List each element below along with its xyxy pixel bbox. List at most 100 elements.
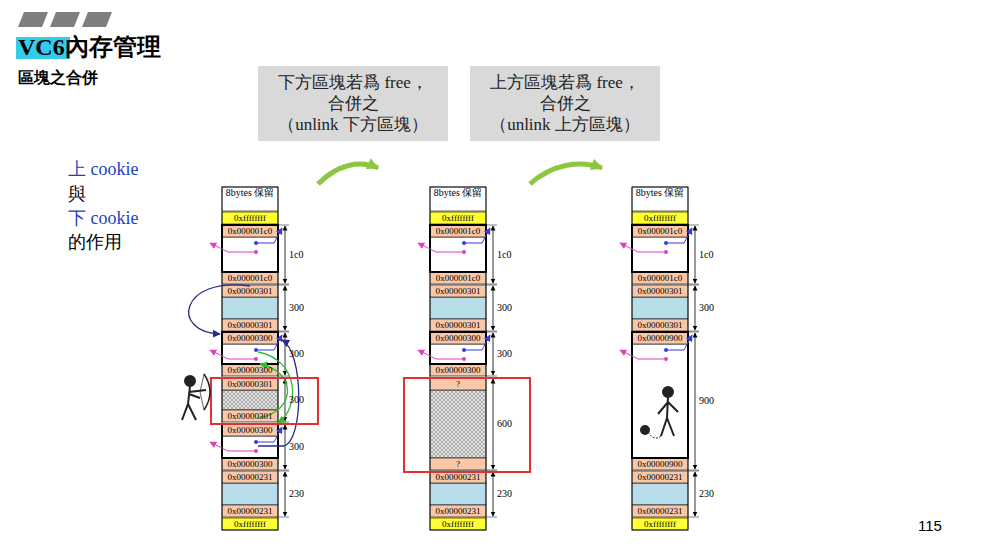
focus-box	[404, 378, 530, 472]
side-note: 的作用	[68, 231, 122, 253]
header-bar	[50, 12, 80, 27]
memory-region	[222, 297, 278, 319]
cookie-cell: 0x00000231	[632, 505, 688, 517]
cookie-cell: 0x00000300	[222, 332, 278, 344]
size-tick	[278, 517, 289, 518]
size-tick	[278, 470, 289, 471]
cookie-cell: 0x000001c0	[222, 225, 278, 237]
memory-cell	[222, 471, 278, 483]
cookie-cell: 0x00000231	[430, 471, 486, 483]
cookie-cell: 0x00000900	[632, 332, 688, 344]
reserved-cell: 8bytes 保留	[222, 187, 278, 212]
step-arrow	[318, 164, 378, 184]
size-bracket	[695, 472, 696, 516]
cookie-cell: 0x00000301	[632, 319, 688, 331]
size-tick	[688, 517, 699, 518]
memory-cell	[632, 212, 688, 224]
figure-limbs	[658, 397, 678, 436]
block-size: 230	[289, 487, 315, 501]
memory-cell	[430, 285, 486, 297]
size-bracket	[493, 226, 494, 283]
prev-pointer	[210, 243, 256, 252]
size-tick	[278, 285, 289, 286]
memory-cell	[222, 518, 278, 530]
size-tick	[486, 284, 497, 285]
memory-region	[222, 237, 278, 272]
memory-cell	[222, 319, 278, 331]
cookie-cell: 0x000001c0	[222, 272, 278, 284]
block-size: 300	[497, 347, 523, 361]
size-tick	[278, 376, 289, 377]
memory-region	[632, 297, 688, 319]
cookie-cell: 0x00000231	[222, 505, 278, 517]
size-tick	[688, 331, 699, 332]
prisoner-figure	[641, 387, 678, 438]
free-block-outline	[222, 424, 278, 458]
memory-cell	[430, 505, 486, 517]
block-size: 300	[497, 301, 523, 315]
callout-text: （unlink 上方區塊）	[478, 114, 652, 135]
callout-text: （unlink 下方區塊）	[266, 114, 440, 135]
memory-cell	[222, 187, 278, 211]
reserved-cell: 8bytes 保留	[632, 187, 688, 212]
cookie-cell: 0x00000300	[222, 458, 278, 470]
memory-region	[222, 483, 278, 505]
focus-box	[211, 378, 318, 424]
memory-cell	[222, 364, 278, 376]
free-block-outline	[430, 225, 486, 272]
memory-cell	[430, 458, 486, 470]
prev-pointer	[210, 442, 256, 451]
memory-region	[632, 237, 688, 272]
size-bracket	[493, 333, 494, 375]
memory-region	[430, 237, 486, 272]
cookie-cell: 0x00000301	[632, 285, 688, 297]
cookie-cell: 0x00000301	[430, 285, 486, 297]
page-number: 115	[918, 517, 942, 534]
block-size: 300	[289, 301, 315, 315]
block-size: 300	[289, 347, 315, 361]
memory-cell	[632, 471, 688, 483]
size-tick	[278, 331, 289, 332]
step-arrow	[530, 164, 602, 184]
size-tick	[688, 470, 699, 471]
bow	[204, 374, 210, 410]
chain	[648, 432, 661, 438]
callout-box: 下方區塊若爲 free， 合併之（unlink 下方區塊）	[258, 66, 448, 141]
size-bracket	[695, 286, 696, 330]
memory-region	[632, 344, 688, 458]
size-tick	[486, 225, 497, 226]
block-size: 300	[289, 440, 315, 454]
size-bracket	[285, 226, 286, 283]
cookie-cell: 0x000001c0	[632, 225, 688, 237]
memory-cell	[222, 272, 278, 284]
size-tick	[688, 285, 699, 286]
cookie-cell: 0x00000231	[222, 471, 278, 483]
memory-cell	[430, 332, 486, 344]
memory-cell	[632, 272, 688, 284]
size-tick	[688, 471, 699, 472]
size-bracket	[493, 472, 494, 516]
block-size: 1c0	[289, 248, 315, 262]
cookie-cell: 0x000001c0	[632, 272, 688, 284]
memory-cell	[430, 187, 486, 211]
block-size: 600	[497, 417, 523, 431]
cookie-cell: 0x00000300	[222, 424, 278, 436]
memory-cell	[430, 471, 486, 483]
callout-text: 下方區塊若爲 free， 合併之	[266, 72, 440, 114]
memory-cell	[222, 410, 278, 422]
block-size: 300	[699, 301, 725, 315]
reserved-cell: 8bytes 保留	[430, 187, 486, 212]
cookie-cell: 0xffffffff	[430, 518, 486, 530]
cookie-cell: 0x00000300	[430, 364, 486, 376]
prev-pointer	[620, 350, 666, 359]
size-tick	[688, 225, 699, 226]
memory-cell	[222, 458, 278, 470]
cookie-cell: 0x00000300	[222, 364, 278, 376]
cookie-cell: 0x000001c0	[430, 225, 486, 237]
size-tick	[688, 284, 699, 285]
header-bar	[18, 12, 48, 27]
memory-cell	[632, 187, 688, 211]
size-bracket	[285, 425, 286, 469]
prev-pointer	[418, 350, 464, 359]
memory-cell	[632, 458, 688, 470]
